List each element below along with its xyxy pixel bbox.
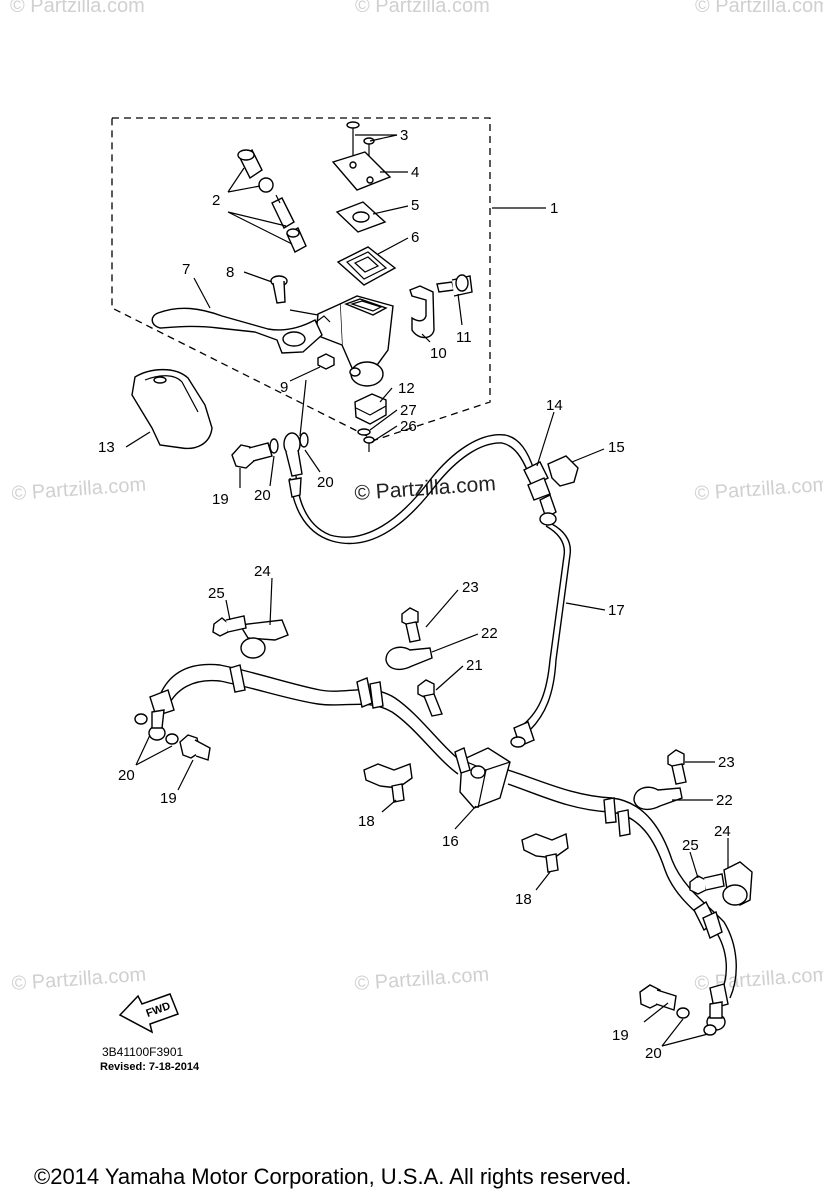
union-bolt-left-part-19 [179,734,211,761]
watermark-top-center: © Partzilla.com [355,0,490,17]
callout-17: 17 [608,602,625,619]
callout-6: 6 [411,229,419,246]
nut-part-9 [317,353,335,370]
bolt-right-part-25 [689,873,725,895]
callout-10: 10 [430,345,447,362]
callout-8: 8 [226,264,234,281]
callout-23-upper: 23 [462,579,479,596]
washer-part-20-right-b [703,1024,717,1036]
watermark-top-right: © Partzilla.com [695,0,823,17]
washer-part-27 [357,428,371,436]
banjo-fitting-right [706,983,729,1031]
clamp-part-10 [409,285,435,339]
callout-27: 27 [400,402,417,419]
callout-24-right: 24 [714,823,731,840]
washer-part-20-upper-a [269,438,279,454]
callout-4: 4 [411,164,419,181]
watermark-mid-left: © Partzilla.com [11,474,147,505]
pivot-bolt-part-8 [270,275,288,304]
hose-clip-right-part-18 [521,832,569,873]
callout-20-right: 20 [645,1045,662,1062]
callout-19-left: 19 [160,790,177,807]
three-way-joint-part-16 [459,747,511,809]
banjo-fitting-upper [283,432,303,477]
revised-date: Revised: 7-18-2014 [100,1061,200,1073]
bolt-part-21 [417,679,443,717]
callout-20-left: 20 [118,767,135,784]
callout-20-upper-a: 20 [254,487,271,504]
callout-22-right: 22 [716,792,733,809]
callout-12: 12 [398,380,415,397]
hose-joint-part-14 [523,461,551,501]
watermark-low-left: © Partzilla.com [11,964,147,995]
hose-bracket-right-part-24 [722,861,753,906]
callout-25-left: 25 [208,585,225,602]
brake-switch-part-12 [354,393,387,425]
callout-25-right: 25 [682,837,699,854]
clamp-bolt-part-11 [436,274,473,297]
callout-26: 26 [400,418,417,435]
screw-part-26 [363,436,375,452]
diaphragm-part-6 [336,246,397,286]
callout-22-upper: 22 [481,625,498,642]
watermark-main: © Partzilla.com [354,472,497,505]
banjo-fitting-left [148,689,175,741]
callout-9: 9 [280,379,288,396]
brake-hose-upper [295,434,535,538]
bolt-upper-part-23 [401,607,421,643]
callout-18-right: 18 [515,891,532,908]
watermark-mid-right: © Partzilla.com [694,474,823,505]
hose-clip-part-15 [547,455,579,487]
hose-clamp-upper-part-22 [385,646,433,671]
diagram-code: 3B41100F3901 [102,1045,184,1059]
washer-part-20-left-b [165,733,179,745]
callout-19-upper: 19 [212,491,229,508]
callout-18-left: 18 [358,813,375,830]
bolt-right-part-23 [667,749,687,785]
master-cylinder-body [315,295,394,387]
brake-pipe-part-17 [510,494,572,748]
washer-part-20-left-a [134,713,148,725]
callout-14: 14 [546,397,563,414]
callout-15: 15 [608,439,625,456]
callout-7: 7 [182,261,190,278]
forward-arrow-icon: FWD [118,993,179,1034]
callout-11: 11 [456,329,472,346]
hose-bracket-left-part-24 [238,619,289,659]
copyright-notice: ©2014 Yamaha Motor Corporation, U.S.A. A… [34,1164,631,1189]
union-bolt-right-part-19 [639,984,677,1011]
callout-13: 13 [98,439,115,456]
callout-20-upper-b: 20 [317,474,334,491]
hose-clamp-right-part-22 [633,786,683,811]
callout-24-left: 24 [254,563,271,580]
brake-hose-right [507,783,728,996]
hose-clip-left-part-18 [363,763,413,803]
callout-labels: 1 2 3 4 5 6 7 8 9 10 11 12 13 14 15 16 1… [98,127,735,1062]
reservoir-cap-part-4 [331,151,392,191]
union-bolt-part-19 [231,442,273,469]
lever-cover-part-13 [131,368,213,450]
brake-lever-part-7 [151,307,323,354]
callout-16: 16 [442,833,459,850]
callout-19-right: 19 [612,1027,629,1044]
callout-2: 2 [212,192,220,209]
brake-hose-left [159,663,463,763]
leader-lines [125,134,729,1047]
bolt-left-part-25 [212,615,247,637]
callout-1: 1 [550,200,558,217]
callout-23-right: 23 [718,754,735,771]
watermark-top-left: © Partzilla.com [10,0,145,17]
washer-part-20-right-a [676,1007,690,1019]
watermark-low-center: © Partzilla.com [354,964,490,995]
assembly-boundary [111,117,491,441]
callout-5: 5 [411,197,419,214]
callout-3: 3 [400,127,408,144]
washer-part-20-upper-b [299,432,309,448]
callout-21: 21 [466,657,483,674]
piston-kit-part-2 [237,148,307,253]
